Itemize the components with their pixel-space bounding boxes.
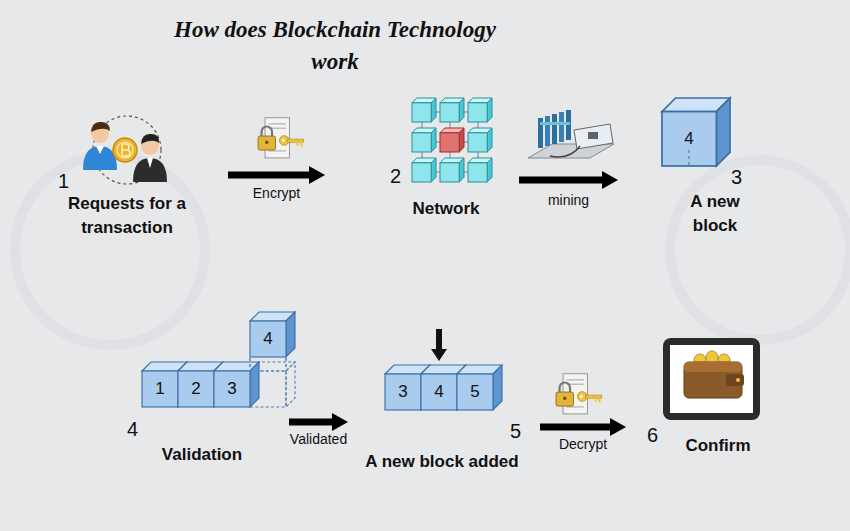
validation-cubes (142, 312, 295, 407)
step-node: 1Requests for a transaction (50, 105, 224, 245)
people-icon (83, 116, 167, 184)
step-number: 4 (127, 418, 138, 441)
cube-number: 1 (145, 378, 175, 400)
cube-number: 3 (217, 378, 247, 400)
step-label: A new block added (352, 450, 532, 474)
cube-number: 4 (253, 328, 283, 350)
lock-key-icon (258, 118, 303, 158)
flow-arrow (540, 424, 610, 431)
arrow-label: mining (548, 192, 589, 209)
step-number: 2 (390, 165, 401, 188)
cube-number: 3 (388, 381, 418, 403)
step-label: Validation (137, 443, 267, 467)
lock-key-icon (556, 374, 601, 414)
step-node: 3A new block (622, 92, 772, 242)
wallet-icon (663, 338, 760, 420)
step-label: Network (386, 197, 506, 221)
cube-number: 4 (424, 381, 454, 403)
arrow-label: Decrypt (559, 436, 607, 453)
flow-arrow (519, 177, 602, 184)
step-node: 5 A new block added (352, 325, 536, 478)
step-number: 1 (58, 170, 69, 193)
chain-cubes (385, 329, 502, 410)
diagram-title: How does Blockchain Technology work (150, 14, 520, 78)
flow-arrow (289, 419, 332, 426)
step-number: 6 (647, 424, 658, 447)
step-label: A new block (675, 190, 755, 238)
block-cube (662, 98, 730, 166)
cube-number: 5 (460, 381, 490, 403)
step-label: Confirm (668, 434, 768, 458)
network-icon (412, 98, 492, 182)
arrow-label: Validated (290, 431, 347, 448)
step-node: 2Network (329, 90, 515, 225)
step-number: 3 (731, 166, 742, 189)
flow-arrow (228, 172, 309, 179)
cube-number: 2 (181, 378, 211, 400)
step-label: Requests for a transaction (52, 192, 202, 240)
cube-number: 4 (674, 128, 704, 150)
step-node: 4Validation (122, 305, 285, 471)
step-node: 6 Confirm (630, 330, 775, 465)
arrow-label: Encrypt (253, 185, 300, 202)
mining-rig (528, 110, 614, 158)
step-number: 5 (510, 420, 521, 443)
